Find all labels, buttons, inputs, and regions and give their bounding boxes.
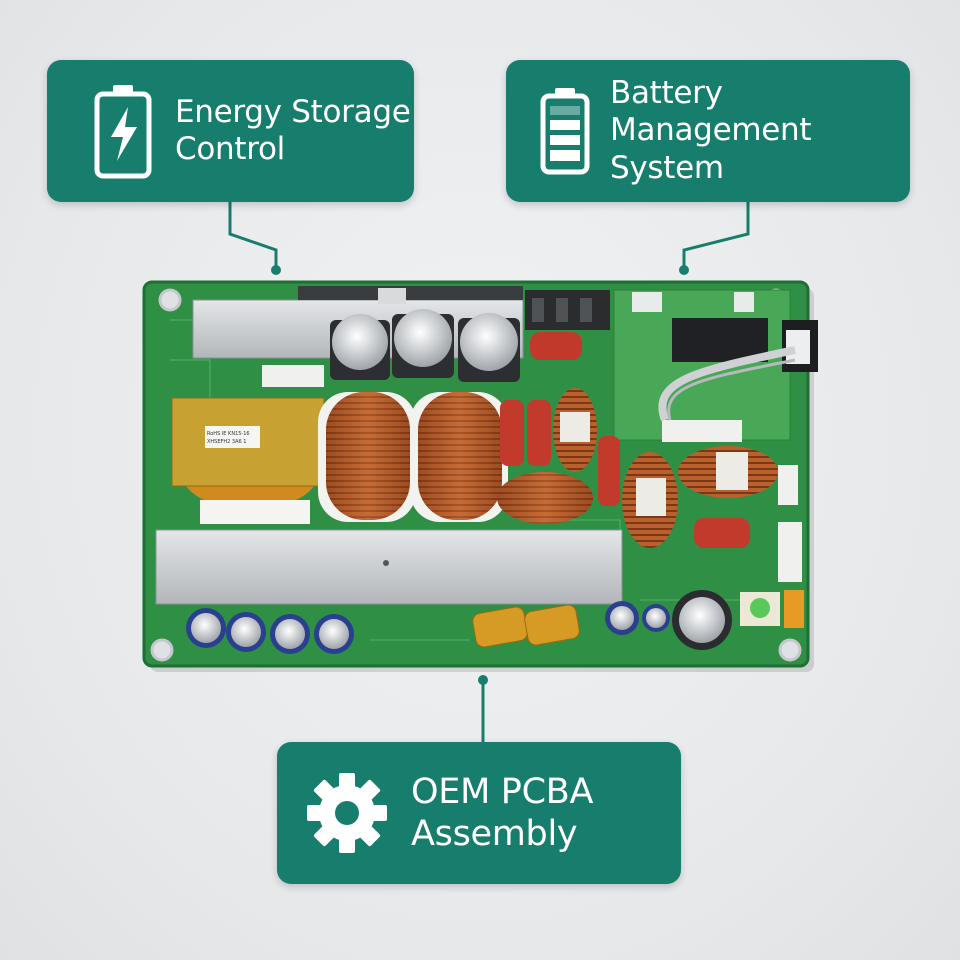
heatsink-bottom [155,529,623,605]
connector-dot-pcba [478,675,488,685]
callout-energy-storage-label: Energy Storage Control [175,93,411,167]
callout-energy-storage-control: Energy Storage Control [47,60,414,202]
callout-oem-pcba-label: OEM PCBA Assembly [411,772,594,854]
capacitor-group-top [330,309,520,382]
battery-charging-icon [75,83,171,179]
connector-dot-bms [679,265,689,275]
transformer-label-2: XHSEFH2 3A6 1 [207,439,246,445]
gear-icon [297,771,397,855]
callout-oem-pcba-assembly: OEM PCBA Assembly [277,742,681,884]
bms-daughterboard [613,289,791,441]
transformer-label-1: RoHS IE KN15-16 [207,431,250,437]
battery-level-icon [530,86,600,176]
connector-line-bms [682,202,750,270]
connector-line-energy [228,202,278,270]
callout-battery-management-system: Battery Management System [506,60,910,202]
inductor-group [318,388,778,548]
connector-dot-energy [271,265,281,275]
capacitor-row-bottom [186,590,732,654]
callout-battery-management-label: Battery Management System [610,75,812,186]
